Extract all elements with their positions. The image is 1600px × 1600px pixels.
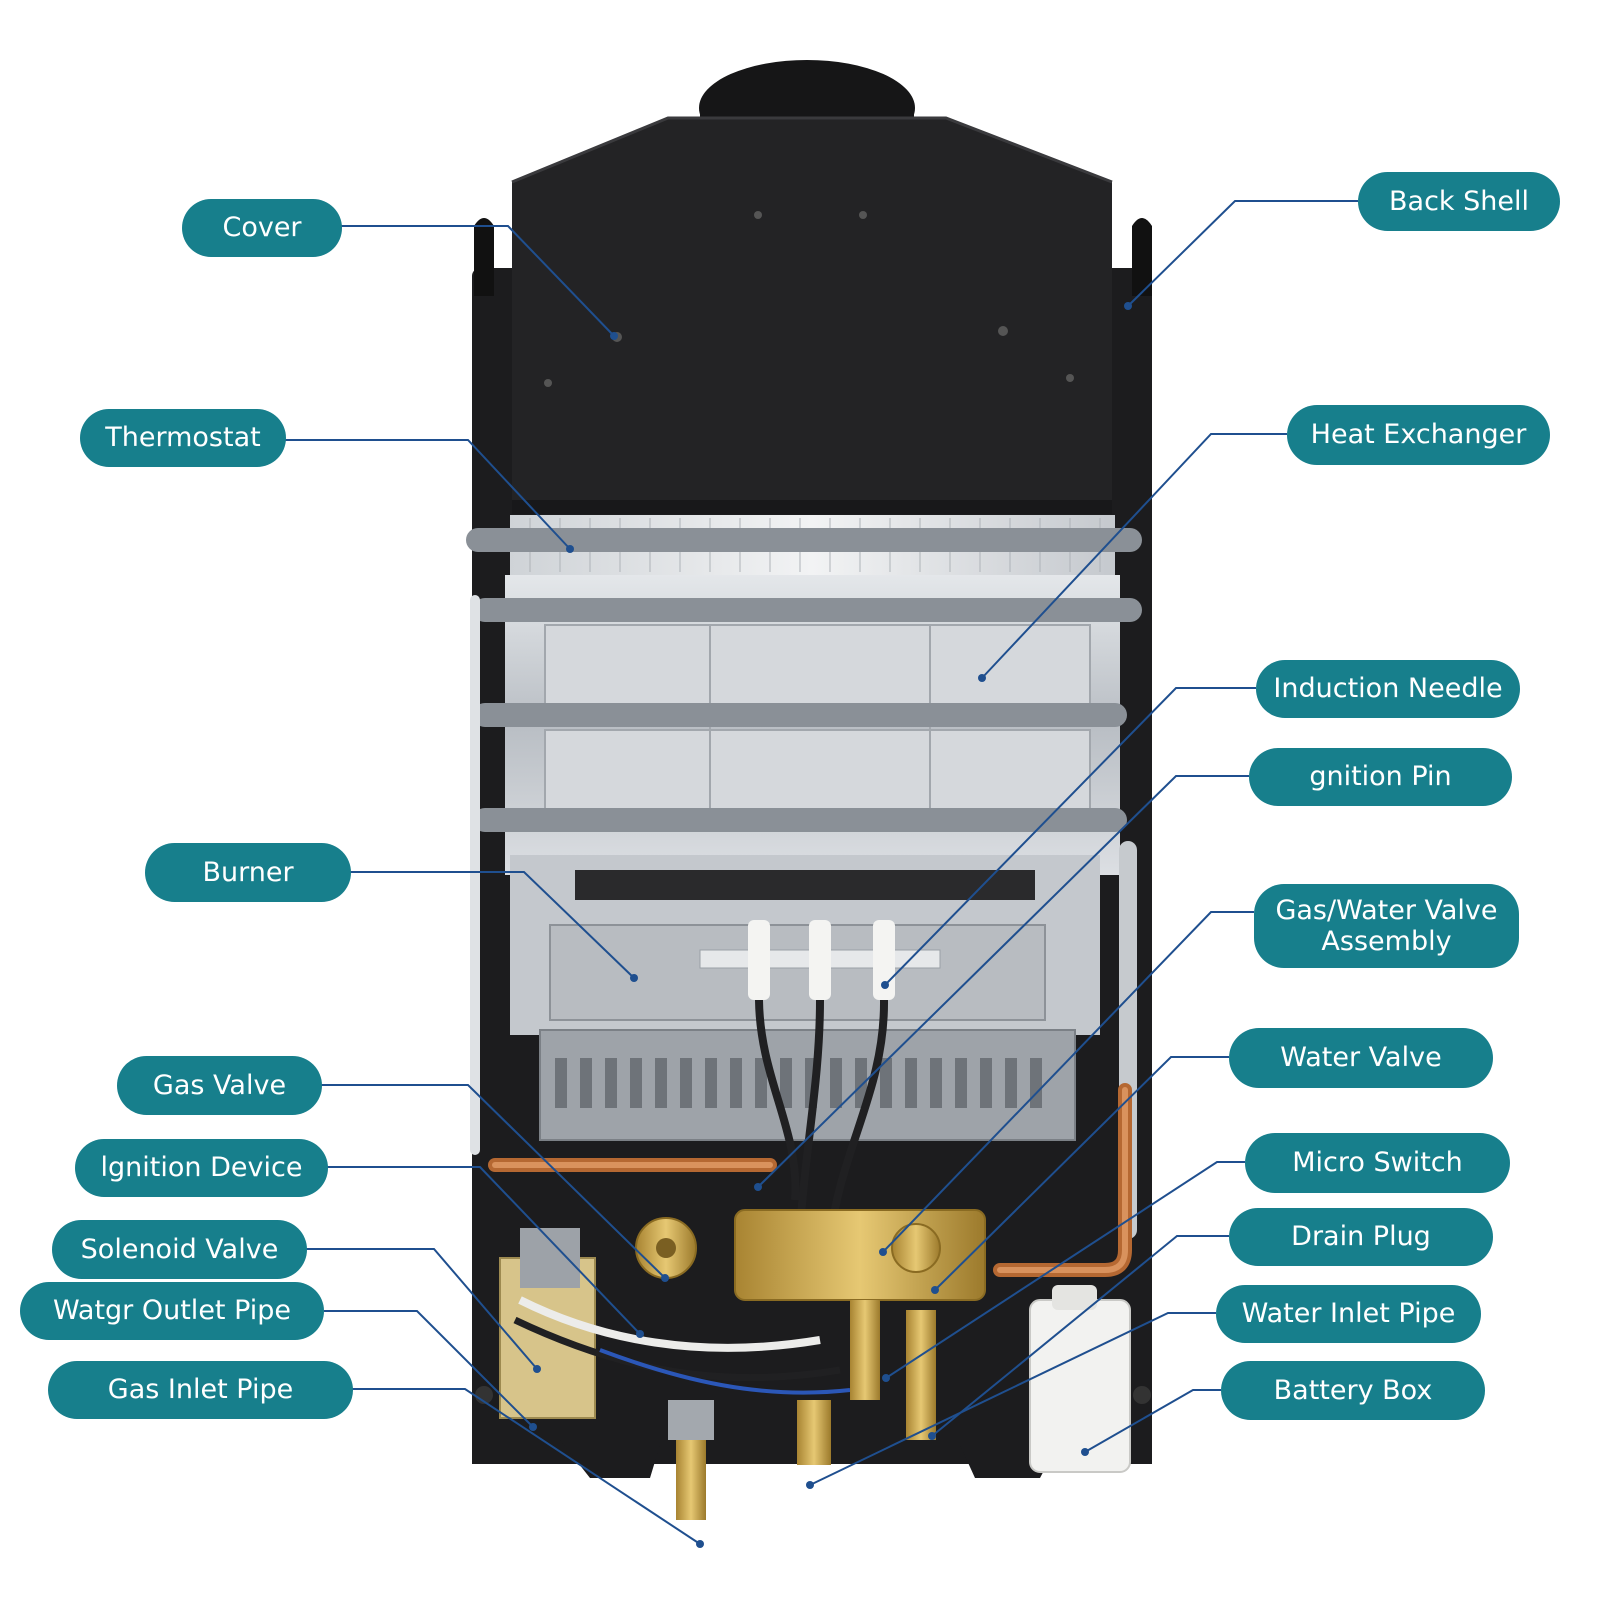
- label-cover: Cover: [182, 199, 342, 257]
- leader-burner: [346, 871, 635, 979]
- label-water-outlet-pipe: Watgr Outlet Pipe: [20, 1282, 324, 1340]
- label-ignition-device: lgnition Device: [75, 1139, 328, 1197]
- leader-water-outlet-pipe: [324, 1310, 534, 1428]
- leader-ignition-device: [324, 1166, 641, 1335]
- label-battery-box: Battery Box: [1221, 1361, 1485, 1420]
- label-drain-plug: Drain Plug: [1229, 1208, 1493, 1266]
- label-induction-needle: Induction Needle: [1256, 660, 1520, 718]
- label-micro-switch: Micro Switch: [1245, 1133, 1510, 1193]
- leader-heat-exchanger: [981, 433, 1287, 679]
- label-gas-water-valve-line1: Gas/Water Valve: [1275, 895, 1498, 926]
- leader-gas-valve: [319, 1084, 666, 1279]
- cover-panel: [511, 116, 1113, 514]
- heat-exchanger-tubes: [466, 528, 1142, 1239]
- leader-micro-switch: [885, 1161, 1245, 1379]
- leader-solenoid-valve: [306, 1248, 538, 1370]
- leader-back-shell: [1127, 200, 1358, 307]
- control-electronics: [499, 1228, 851, 1419]
- leader-drain-plug: [931, 1235, 1229, 1437]
- label-gas-valve: Gas Valve: [117, 1056, 322, 1115]
- leader-cover: [336, 225, 615, 337]
- label-burner: Burner: [145, 843, 351, 902]
- leader-gas-inlet-pipe: [351, 1388, 701, 1545]
- label-back-shell: Back Shell: [1358, 172, 1560, 231]
- label-solenoid-valve: Solenoid Valve: [52, 1220, 307, 1279]
- label-water-valve: Water Valve: [1229, 1028, 1493, 1088]
- copper-pipes: [488, 1083, 1132, 1277]
- leader-thermostat: [281, 439, 571, 550]
- label-water-inlet-pipe: Water Inlet Pipe: [1216, 1285, 1481, 1343]
- ignition-electrodes: [748, 920, 895, 1241]
- label-gas-inlet-pipe: Gas Inlet Pipe: [48, 1361, 353, 1419]
- label-ignition-pin: gnition Pin: [1249, 748, 1512, 806]
- label-thermostat: Thermostat: [80, 409, 286, 467]
- label-gas-water-valve-assembly: Gas/Water Valve Assembly: [1254, 884, 1519, 968]
- leader-induction-needle: [884, 687, 1256, 986]
- leader-ignition-pin: [757, 775, 1249, 1188]
- leader-water-valve: [934, 1056, 1229, 1291]
- label-heat-exchanger: Heat Exchanger: [1287, 405, 1550, 465]
- label-gas-water-valve-line2: Assembly: [1321, 926, 1452, 957]
- leader-water-inlet-pipe: [809, 1312, 1216, 1486]
- leader-battery-box: [1084, 1389, 1221, 1453]
- leader-gas-water-valve: [882, 911, 1254, 1253]
